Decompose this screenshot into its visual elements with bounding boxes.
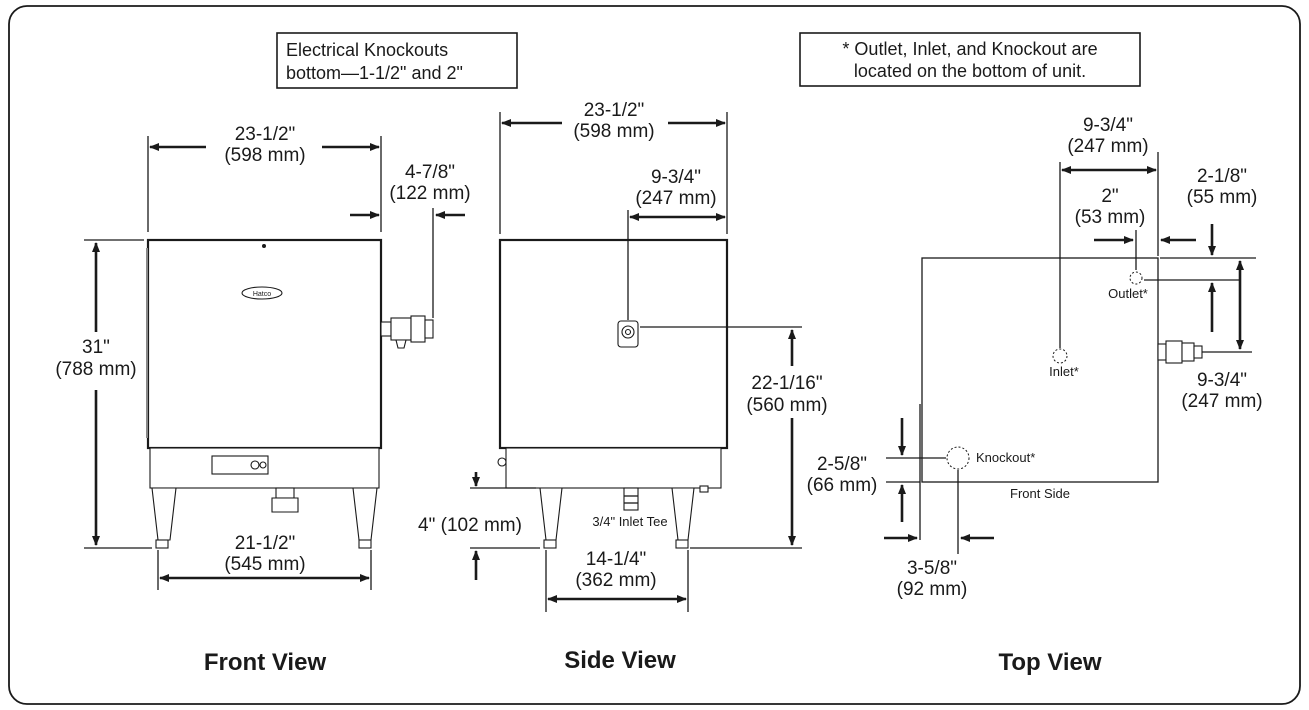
front-fitting-offset-metric: (122 mm) (389, 183, 470, 204)
side-fitting-depth-metric: (247 mm) (635, 188, 716, 209)
top-knockout-front-metric: (66 mm) (807, 475, 878, 496)
top-view: Outlet* Inlet* Knockout* Front Side 9-3/… (807, 115, 1263, 676)
outer-frame (8, 5, 1301, 705)
side-leg-height: 4" (102 mm) (418, 515, 522, 536)
side-unit-body (498, 238, 729, 450)
front-unit-body (146, 238, 383, 450)
top-side-fitting (1157, 340, 1203, 364)
top-inlet-offset-metric: (247 mm) (1067, 136, 1148, 157)
front-leg-width-metric: (545 mm) (224, 554, 305, 575)
top-outlet-edge-imperial: 2-1/8" (1197, 166, 1247, 187)
side-fitting-height-metric: (560 mm) (746, 395, 827, 416)
svg-text:Hatco: Hatco (253, 291, 271, 298)
top-outlet-edge-metric: (55 mm) (1187, 187, 1258, 208)
inlet-tee (623, 487, 639, 511)
side-leg-right (671, 487, 695, 541)
top-knockout-front-imperial: 2-5/8" (817, 454, 867, 475)
front-width-top-imperial: 23-1/2" (235, 124, 296, 145)
brand-logo (241, 286, 283, 300)
side-base (505, 447, 722, 489)
top-fitting-side-imperial: 9-3/4" (1197, 370, 1247, 391)
location-note-line1: * Outlet, Inlet, and Knockout are (842, 39, 1097, 59)
top-unit-outline (921, 257, 1159, 483)
electrical-knockouts-note: Electrical Knockouts bottom—1-1/2" and 2… (276, 32, 518, 89)
side-fitting-height-imperial: 22-1/16" (751, 373, 822, 394)
side-leg-spacing-metric: (362 mm) (575, 570, 656, 591)
front-leg-right (352, 487, 378, 541)
location-note-line2: located on the bottom of unit. (854, 61, 1086, 81)
side-leg-spacing-imperial: 14-1/4" (586, 549, 647, 570)
front-side-label: Front Side (1010, 486, 1070, 501)
side-depth-top-imperial: 23-1/2" (584, 100, 645, 121)
electrical-note-line2: bottom—1-1/2" and 2" (286, 63, 463, 83)
inlet-tee-label: 3/4" Inlet Tee (592, 514, 667, 529)
side-view: 3/4" Inlet Tee 23-1/2" (598 mm) 9-3/4" (… (418, 100, 828, 674)
side-fitting-depth-imperial: 9-3/4" (651, 167, 701, 188)
outlet-label: Outlet* (1108, 286, 1148, 301)
front-view-title: Front View (204, 649, 327, 676)
control-panel (211, 455, 269, 475)
electrical-note-line1: Electrical Knockouts (286, 40, 448, 60)
top-view-title: Top View (998, 649, 1101, 676)
bottom-location-note: * Outlet, Inlet, and Knockout are locate… (799, 32, 1141, 87)
knockout-circle (946, 446, 970, 470)
front-height-metric: (788 mm) (55, 359, 136, 380)
top-knockout-side-metric: (92 mm) (897, 579, 968, 600)
front-leg-left (151, 487, 177, 541)
inlet-label: Inlet* (1049, 364, 1079, 379)
side-outlet-fitting (380, 315, 434, 349)
front-width-top-metric: (598 mm) (224, 145, 305, 166)
side-leg-left (539, 487, 563, 541)
front-height-imperial: 31" (82, 337, 110, 358)
outlet-circle (1129, 271, 1143, 285)
top-outlet-offset-metric: (53 mm) (1075, 207, 1146, 228)
side-fitting-end (617, 320, 639, 348)
top-fitting-side-metric: (247 mm) (1181, 391, 1262, 412)
knockout-label: Knockout* (976, 450, 1035, 465)
inlet-circle (1052, 348, 1068, 364)
front-leg-width-imperial: 21-1/2" (235, 533, 296, 554)
side-depth-top-metric: (598 mm) (573, 121, 654, 142)
front-fitting-offset-imperial: 4-7/8" (405, 162, 455, 183)
top-inlet-offset-imperial: 9-3/4" (1083, 115, 1133, 136)
side-view-title: Side View (564, 647, 676, 674)
top-outlet-offset-imperial: 2" (1101, 186, 1118, 207)
top-knockout-side-imperial: 3-5/8" (907, 558, 957, 579)
front-view: Hatco 23-1/2" (598 mm) (55, 124, 470, 676)
